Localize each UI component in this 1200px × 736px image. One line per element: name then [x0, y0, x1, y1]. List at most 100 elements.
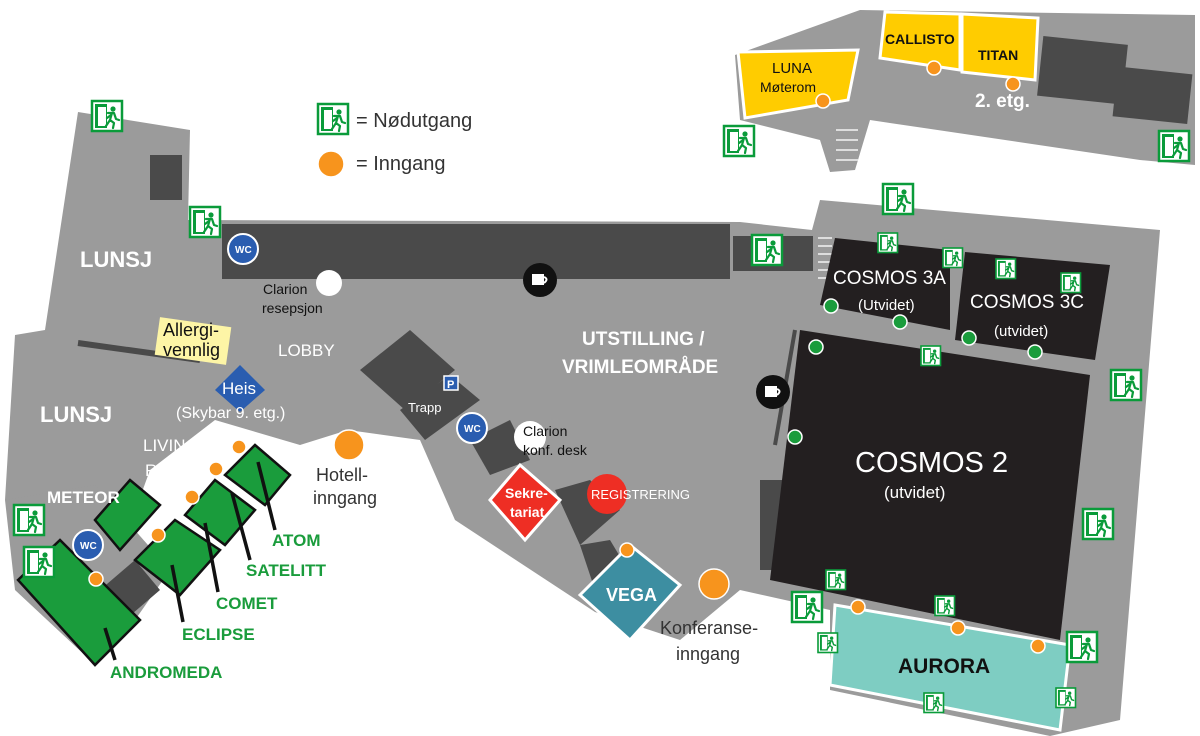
emergency-exit-icon — [90, 99, 124, 133]
clarion-desk-label-1: Clarion — [523, 423, 567, 439]
wc-icon — [72, 529, 104, 561]
green-meeting-rooms — [16, 443, 292, 667]
titan-label: TITAN — [978, 47, 1018, 63]
clarion-resepsjon-label-2: resepsjon — [262, 300, 323, 316]
emergency-exit-icon — [1065, 630, 1099, 664]
cosmos-rooms — [770, 238, 1110, 640]
legend-entrance-label: = Inngang — [356, 153, 446, 175]
cosmos2-label: COSMOS 2 — [855, 447, 1008, 479]
luna-sub-label: Møterom — [760, 79, 816, 95]
wc-label: WC — [464, 424, 481, 435]
cosmos3c-sub-label: (utvidet) — [994, 323, 1048, 340]
wc-icon — [456, 412, 488, 444]
emergency-exit-icon — [923, 692, 945, 714]
entrance-dot-icon — [619, 542, 635, 558]
emergency-exit-icon — [934, 595, 956, 617]
emergency-exit-icon — [722, 124, 756, 158]
lunsj-top-label: LUNSJ — [80, 247, 152, 272]
konferanse-label-1: Konferanse- — [660, 618, 758, 638]
parking-icon — [443, 375, 459, 391]
emergency-exit-icon — [920, 345, 942, 367]
entrance-dot-icon — [88, 571, 104, 587]
entrance-dot-icon — [950, 620, 966, 636]
lobby-label: LOBBY — [278, 341, 335, 360]
floor2-label: 2. etg. — [975, 91, 1030, 112]
emergency-exit-icon — [817, 632, 839, 654]
emergency-exit-icon — [1157, 129, 1191, 163]
emergency-exit-icon — [188, 205, 222, 239]
label-pointer-lines — [103, 461, 277, 661]
vega-room[interactable] — [577, 542, 683, 643]
lunsj-bottom-label: LUNSJ — [40, 402, 112, 427]
utstilling-label-2: VRIMLEOMRÅDE — [562, 357, 718, 378]
skybar-label: (Skybar 9. etg.) — [176, 405, 285, 422]
emergency-exit-icon — [316, 102, 350, 136]
entrance-dot-icon — [150, 527, 166, 543]
emergency-exit-icon — [1109, 368, 1143, 402]
entrance-dot-icon — [1005, 76, 1021, 92]
atom-label: ATOM — [272, 531, 320, 550]
aurora-room[interactable] — [828, 603, 1072, 732]
registrering-marker — [587, 474, 627, 514]
allergi-label-1: Allergi- — [163, 320, 219, 340]
entrance-dot-icon — [208, 461, 224, 477]
emergency-exit-icon — [877, 232, 899, 254]
wc-icons — [72, 233, 488, 561]
door-dots — [787, 298, 1043, 445]
emergency-exit-icon — [942, 247, 964, 269]
room-labels: LUNSJ LUNSJ Allergi- vennlig LOBBY Heis … — [40, 31, 1084, 682]
aurora-label: AURORA — [898, 655, 990, 678]
entrance-dot-icon — [926, 60, 942, 76]
cosmos3c-label: COSMOS 3C — [970, 292, 1084, 313]
heis-label: Heis — [222, 379, 256, 398]
registrering-label: REGISTRERING — [591, 487, 690, 502]
luna-label: LUNA — [772, 60, 812, 77]
emergency-exit-icon — [825, 569, 847, 591]
hotell-label-2: inngang — [313, 488, 377, 508]
sekretariat-room[interactable] — [488, 462, 563, 543]
vega-label: VEGA — [606, 585, 657, 605]
wc-icon — [227, 233, 259, 265]
emergency-exit-icon — [750, 233, 784, 267]
legend-exit-label: = Nødutgang — [356, 110, 472, 132]
clarion-resepsjon-label-1: Clarion — [263, 281, 307, 297]
emergency-exit-icon — [1055, 687, 1077, 709]
clarion-desk-marker — [514, 421, 546, 453]
utstilling-label-1: UTSTILLING / — [582, 329, 705, 350]
hotell-label-1: Hotell- — [316, 465, 368, 485]
entrance-dot-icon — [815, 93, 831, 109]
andromeda-label: ANDROMEDA — [110, 663, 222, 682]
konferanse-label-2: inngang — [676, 644, 740, 664]
trapp-label: Trapp — [408, 400, 441, 415]
comet-label: COMET — [216, 594, 278, 613]
sekretariat-label-1: Sekre- — [505, 485, 548, 501]
satelitt-label: SATELITT — [246, 561, 327, 580]
emergency-exit-icon — [995, 258, 1017, 280]
wc-label: WC — [80, 541, 97, 552]
callisto-label: CALLISTO — [885, 31, 955, 47]
emergency-exit-icon — [1081, 507, 1115, 541]
emergency-exit-icon — [12, 503, 46, 537]
entrance-dots — [88, 60, 1046, 654]
entrance-dot-icon — [184, 489, 200, 505]
emergency-exit-icon — [790, 590, 824, 624]
eclipse-label: ECLIPSE — [182, 625, 255, 644]
entrance-dot-icon — [333, 429, 365, 461]
entrance-dot-icon — [231, 439, 247, 455]
cosmos3a-label: COSMOS 3A — [833, 268, 946, 289]
coffee-cup-icon — [523, 263, 557, 297]
emergency-exit-icon — [881, 182, 915, 216]
clarion-desk-label-2: konf. desk — [523, 442, 588, 458]
living-label-1: LIVING — [143, 436, 199, 455]
coffee-cup-icon — [756, 375, 790, 409]
wc-label: WC — [235, 245, 252, 256]
entrance-dot-icon — [1030, 638, 1046, 654]
emergency-exit-icon — [1060, 272, 1082, 294]
stairs — [818, 129, 858, 279]
entrance-dot-icon — [698, 568, 730, 600]
meteor-label: METEOR — [47, 488, 120, 507]
clarion-resepsjon-marker — [316, 270, 342, 296]
parking-label: P — [447, 379, 454, 391]
sekretariat-label-2: tariat — [510, 504, 545, 520]
allergi-box — [154, 317, 232, 365]
